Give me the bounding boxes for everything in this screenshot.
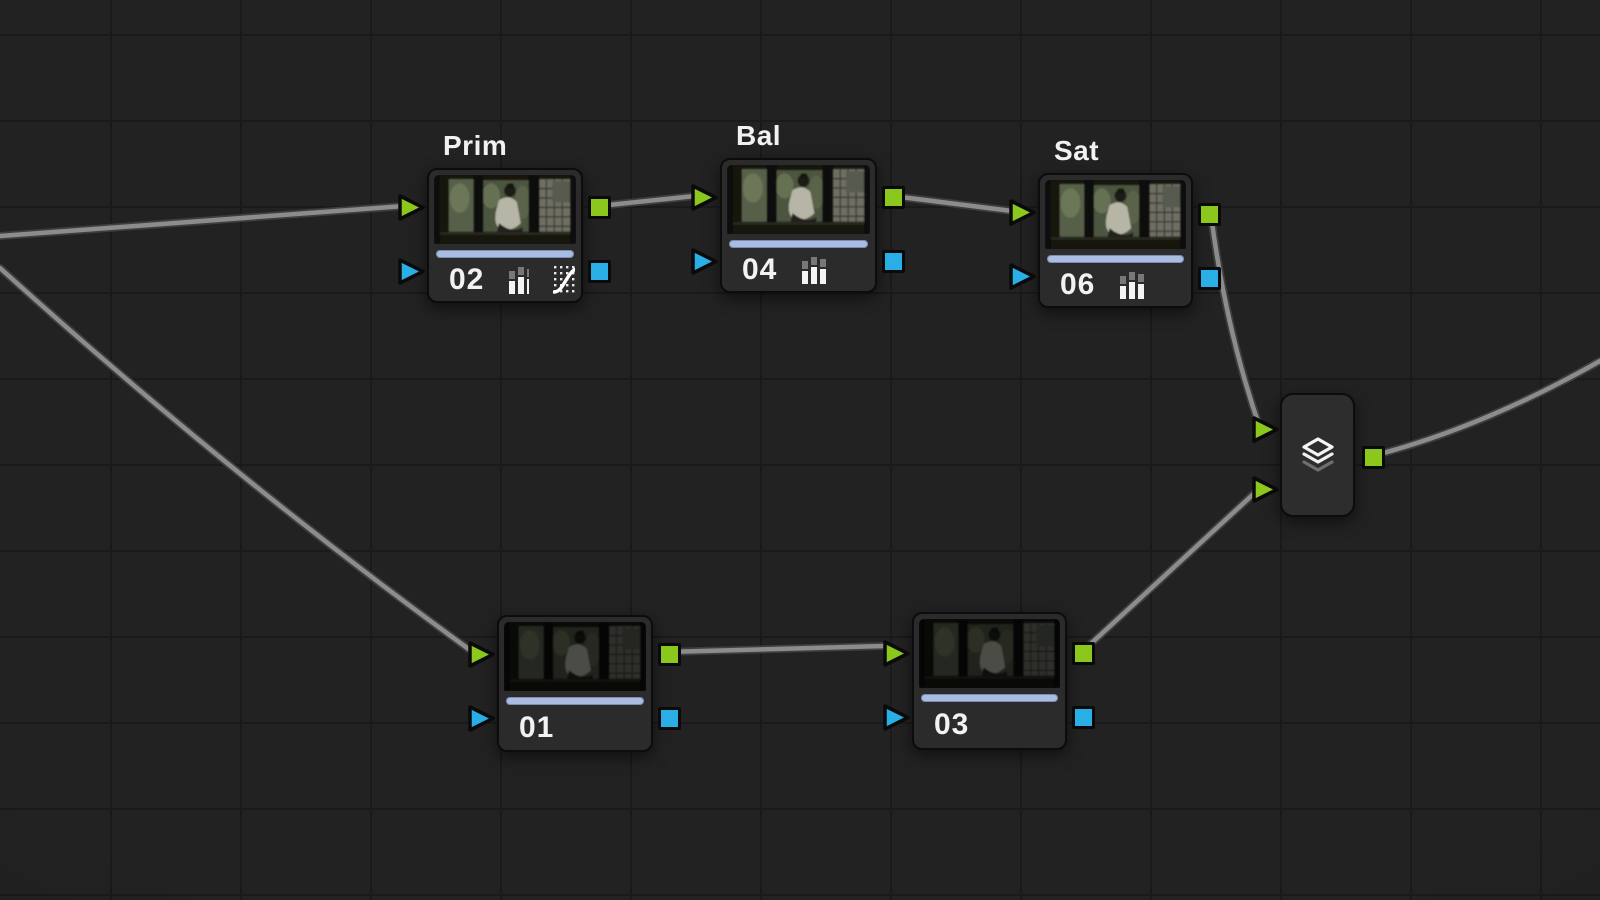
node-label: Bal	[736, 120, 782, 151]
node-thumbnail	[919, 619, 1060, 688]
cache-indicator-bar	[436, 250, 574, 258]
cache-indicator-bar	[729, 240, 868, 248]
rgb-output-port[interactable]	[1072, 642, 1095, 665]
layer-mixer-node[interactable]	[1252, 393, 1385, 517]
mixer-input-port-2[interactable]	[1251, 476, 1279, 503]
adjustments-icon	[509, 266, 529, 294]
corrector-node-02[interactable]: Prim 02	[398, 130, 611, 303]
cache-indicator-bar	[921, 694, 1058, 702]
rgb-input-port[interactable]	[1008, 199, 1036, 226]
node-number: 03	[934, 708, 970, 741]
key-input-port[interactable]	[397, 258, 425, 285]
wire-03-to-mixer[interactable]	[1080, 484, 1264, 654]
rgb-output-port[interactable]	[1362, 446, 1385, 469]
corrector-node-03[interactable]: 03	[883, 612, 1095, 750]
node-number: 04	[742, 252, 778, 286]
wire-mixer-to-output[interactable]	[1368, 357, 1600, 460]
key-input-port[interactable]	[882, 704, 910, 731]
key-output-port[interactable]	[1072, 706, 1095, 729]
rgb-output-port[interactable]	[658, 643, 681, 666]
node-label: Prim	[443, 130, 508, 161]
node-number: 06	[1060, 267, 1096, 301]
node-label: Sat	[1054, 135, 1100, 166]
node-thumbnail	[1045, 180, 1186, 249]
key-input-port[interactable]	[690, 248, 718, 275]
wire-02-to-04[interactable]	[595, 192, 699, 210]
node-thumbnail	[434, 175, 576, 244]
custom-curves-icon	[552, 265, 575, 294]
node-thumbnail	[504, 622, 646, 691]
node-number: 01	[519, 710, 555, 744]
corrector-node-04[interactable]: Bal 04	[691, 120, 905, 293]
rgb-output-port[interactable]	[588, 196, 611, 219]
rgb-output-port[interactable]	[882, 186, 905, 209]
key-output-port[interactable]	[588, 260, 611, 283]
rgb-output-port[interactable]	[1198, 203, 1221, 226]
key-output-port[interactable]	[1198, 267, 1221, 290]
corrector-node-01[interactable]: 01	[468, 615, 681, 752]
cache-indicator-bar	[506, 697, 644, 705]
wire-06-to-mixer[interactable]	[1207, 211, 1264, 432]
wire-source-to-02[interactable]	[0, 202, 408, 240]
cache-indicator-bar	[1047, 255, 1184, 263]
mixer-input-port-1[interactable]	[1251, 416, 1279, 443]
adjustments-icon	[802, 256, 827, 284]
corrector-node-06[interactable]: Sat 06	[1009, 135, 1221, 308]
rgb-input-port[interactable]	[882, 640, 910, 667]
key-output-port[interactable]	[658, 707, 681, 730]
wire-source-to-01[interactable]	[0, 264, 474, 654]
layers-icon	[1301, 437, 1334, 472]
rgb-input-port[interactable]	[467, 641, 495, 668]
key-input-port[interactable]	[1008, 263, 1036, 290]
rgb-input-port[interactable]	[690, 184, 718, 211]
adjustments-icon	[1120, 271, 1145, 299]
node-thumbnail	[727, 165, 870, 234]
wire-01-to-03[interactable]	[662, 642, 888, 656]
node-number: 02	[449, 262, 485, 296]
rgb-input-port[interactable]	[397, 194, 425, 221]
key-input-port[interactable]	[467, 705, 495, 732]
key-output-port[interactable]	[882, 250, 905, 273]
wire-04-to-06[interactable]	[889, 192, 1016, 215]
